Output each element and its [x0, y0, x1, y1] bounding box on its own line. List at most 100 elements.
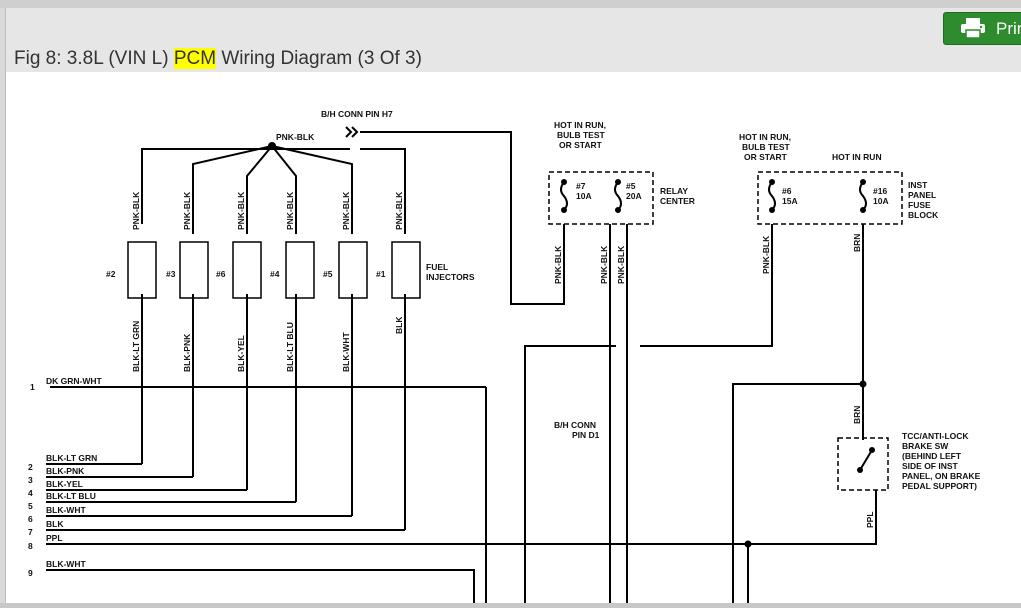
hot-run-1-l3: OR START	[559, 140, 603, 150]
feed-label-3: PNK-BLK	[182, 191, 192, 230]
pin-num-7: 7	[28, 527, 33, 537]
fuse-terminal	[769, 207, 775, 213]
pin-num-2: 2	[28, 462, 33, 472]
fuel-injectors-l2: INJECTORS	[426, 272, 475, 282]
bottom-border	[0, 603, 1021, 608]
fuse-5	[614, 181, 622, 211]
inst-fuse-l1: INST	[908, 180, 928, 190]
pin-num-3: 3	[28, 475, 33, 485]
inst-fuse-l3: FUSE	[908, 200, 931, 210]
injector-num-1: #1	[376, 269, 386, 279]
fuse-terminal	[769, 179, 775, 185]
title-prefix: Fig 8: 3.8L (VIN L)	[14, 48, 174, 69]
hot-run-2-l1: HOT IN RUN,	[739, 132, 791, 142]
feed-label-6: PNK-BLK	[236, 191, 246, 230]
brake-switch-contact	[857, 467, 863, 473]
hot-run-2-l2: BULB TEST	[742, 142, 791, 152]
pin-label-6: BLK-WHT	[46, 505, 86, 515]
top-wire-label: PNK-BLK	[276, 132, 315, 142]
brake-switch-box	[837, 437, 889, 491]
injector-box-1	[391, 241, 421, 299]
inst-fuse-l4: BLOCK	[908, 210, 939, 220]
pin-num-8: 8	[28, 541, 33, 551]
injector-box-6	[232, 241, 262, 299]
inst-fuse-l2: PANEL	[908, 190, 936, 200]
pin-num-1: 1	[30, 382, 35, 392]
brake-switch-contact	[869, 447, 875, 453]
feed-label-4: PNK-BLK	[285, 191, 295, 230]
fuse-7-amp: 10A	[576, 191, 592, 201]
wire-top-bus-right	[360, 148, 406, 234]
pin-num-5: 5	[28, 501, 33, 511]
pin-label-8: PPL	[46, 533, 63, 543]
wiring-diagram-svg: B/H CONN PIN H7 PNK-BLK HOT IN RUN, BULB…	[28, 109, 981, 605]
wire-pin-9	[46, 569, 475, 605]
pin-label-1: DK GRN-WHT	[46, 376, 103, 386]
fuse-16	[859, 181, 867, 211]
injector-num-4: #4	[270, 269, 280, 279]
pin-label-3: BLK-PNK	[46, 466, 85, 476]
print-button[interactable]: Print	[943, 12, 1021, 45]
top-border	[0, 0, 1021, 8]
pin-label-2: BLK-LT GRN	[46, 453, 97, 463]
wire-h7-to-relay	[360, 131, 565, 305]
pin-label-9: BLK-WHT	[46, 559, 86, 569]
wire-relay-loop	[524, 345, 616, 605]
print-label: Print	[996, 19, 1021, 38]
printer-icon	[961, 18, 985, 38]
brake-in-label: BRN	[852, 406, 862, 424]
figure-title: Fig 8: 3.8L (VIN L) PCM Wiring Diagram (…	[14, 48, 422, 70]
ret-label-3: BLK-PNK	[182, 333, 192, 372]
junction-ppl	[744, 540, 752, 548]
wire-brn-left	[732, 383, 863, 605]
pin-label-5: BLK-LT BLU	[46, 491, 96, 501]
relay-center-box	[548, 171, 654, 225]
figure-header: Fig 8: 3.8L (VIN L) PCM Wiring Diagram (…	[5, 8, 1021, 72]
relay-wire-label-2: PNK-BLK	[599, 245, 609, 284]
brake-l2: BRAKE SW	[902, 441, 949, 451]
feed-label-5: PNK-BLK	[341, 191, 351, 230]
brake-l1: TCC/ANTI-LOCK	[902, 431, 969, 441]
injector-box-5	[338, 241, 368, 299]
hot-run-1-l1: HOT IN RUN,	[554, 120, 606, 130]
brake-l3: (BEHIND LEFT	[902, 451, 962, 461]
pin-num-9: 9	[28, 568, 33, 578]
wiring-diagram: B/H CONN PIN H7 PNK-BLK HOT IN RUN, BULB…	[5, 72, 1021, 605]
relay-center-l2: CENTER	[660, 196, 695, 206]
ret-label-2: BLK-LT GRN	[131, 321, 141, 372]
fuse-6	[768, 181, 776, 211]
fuse-7-num: #7	[576, 181, 586, 191]
pin-num-6: 6	[28, 514, 33, 524]
wire-top-bus	[141, 148, 350, 224]
pin-label-4: BLK-YEL	[46, 479, 83, 489]
hot-in-run-label: HOT IN RUN	[832, 152, 882, 162]
bh-d1-l1: B/H CONN	[554, 420, 596, 430]
feed-label-1: PNK-BLK	[394, 191, 404, 230]
top-connector-label: B/H CONN PIN H7	[321, 109, 393, 119]
pin-label-7: BLK	[46, 519, 64, 529]
fuse-terminal	[860, 179, 866, 185]
title-suffix: Wiring Diagram (3 Of 3)	[216, 48, 422, 69]
fuse-terminal	[860, 207, 866, 213]
injector-num-3: #3	[166, 269, 176, 279]
fuse-5-amp: 20A	[626, 191, 642, 201]
wire-branch-5	[271, 145, 353, 234]
fuse-terminal	[561, 207, 567, 213]
wire-branch-4	[271, 145, 297, 234]
fuse-7	[560, 181, 568, 211]
pin-num-4: 4	[28, 488, 33, 498]
fuse-6-num: #6	[782, 186, 792, 196]
wire-fuse6	[640, 224, 773, 347]
hot-run-2-l3: OR START	[744, 152, 788, 162]
relay-wire-label-1: PNK-BLK	[553, 245, 563, 284]
ret-label-5: BLK-WHT	[341, 332, 351, 372]
brake-l5: PANEL, ON BRAKE	[902, 471, 981, 481]
injector-num-2: #2	[106, 269, 116, 279]
relay-wire-label-3: PNK-BLK	[616, 245, 626, 284]
junction-brn	[859, 380, 867, 388]
wire-branch-3	[192, 145, 273, 234]
injector-box-2	[127, 241, 157, 299]
brake-switch-arm	[859, 449, 873, 471]
inst-fuse-box	[757, 171, 903, 225]
fuse-5-num: #5	[626, 181, 636, 191]
